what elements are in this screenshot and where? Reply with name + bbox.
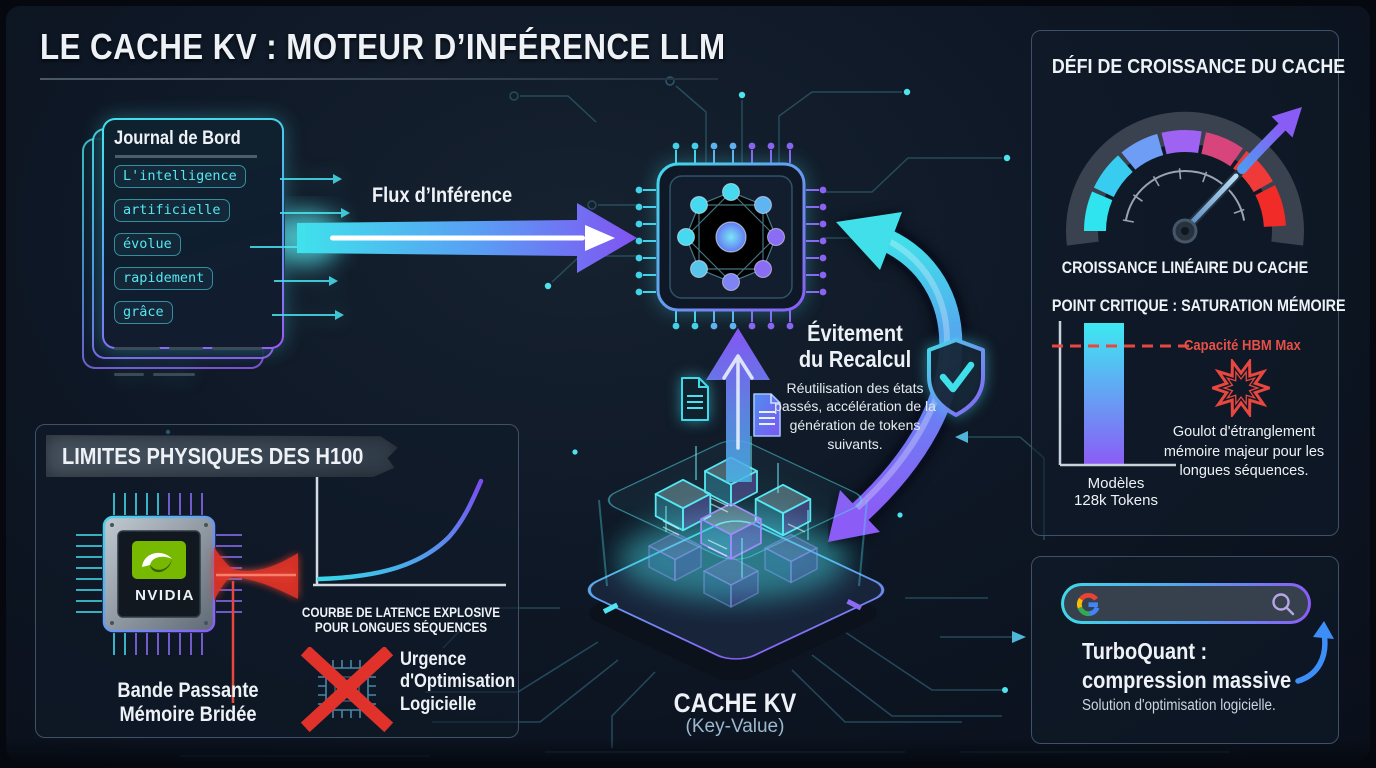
urgency-line1: Urgence [400, 649, 467, 670]
cache-growth-panel: DÉFI DE CROISSANCE DU CACHE [1031, 30, 1346, 536]
memory-bar [1084, 323, 1124, 465]
latency-caption-line2: POUR LONGUES SÉQUENCES [314, 620, 488, 635]
cache-label: CACHE KV [673, 688, 797, 718]
rejected-chip-x-icon [300, 647, 394, 733]
explosion-burst-icon [1212, 359, 1270, 417]
saturation-title: POINT CRITIQUE : SATURATION MÉMOIRE [1051, 297, 1346, 315]
chip-pins [643, 150, 819, 322]
bottom-vignette [6, 740, 1370, 762]
flux-label: Flux d’Inférence [372, 184, 513, 207]
trace-arrow-left-icon [955, 431, 968, 443]
google-search-bar [1061, 583, 1311, 624]
growth-arrow-head [1271, 107, 1302, 138]
token-arrow-icon [272, 309, 344, 320]
token-text: évolue [114, 232, 181, 256]
token-text: artificielle [114, 198, 230, 222]
swoosh-arrow-icon [1295, 621, 1334, 684]
avoidance-heading-line2: du Recalcul [798, 346, 912, 373]
cache-sublabel: (Key-Value) [685, 716, 785, 737]
turboquant-panel: TurboQuant : compression massive Solutio… [1031, 556, 1339, 744]
journal-title: Journal de Bord [114, 128, 241, 149]
bottleneck-text: Goulot d'étranglement mémoire majeur pou… [1163, 424, 1325, 480]
token-text: grâce [114, 300, 173, 324]
shield-check-icon [927, 338, 985, 417]
memory-saturation-bar-chart [1052, 321, 1196, 467]
token-text: rapidement [114, 266, 214, 290]
gauge-caption: CROISSANCE LINÉAIRE DU CACHE [1061, 259, 1309, 277]
bandwidth-caption-line2: Mémoire Bridée [119, 703, 257, 726]
bandwidth-caption-line1: Bande Passante [117, 679, 259, 702]
latency-curve-chart [313, 477, 506, 587]
turboquant-heading-line2: compression massive [1082, 666, 1292, 693]
turboquant-heading-line1: TurboQuant : [1082, 638, 1208, 664]
document-icon [681, 377, 709, 421]
urgency-line3: Logicielle [400, 693, 477, 715]
h100-title-banner [46, 435, 398, 477]
hbm-capacity-label: Capacité HBM Max [1184, 337, 1301, 354]
token-row: évolue [114, 232, 328, 260]
nvidia-brand-label: NVIDIA [135, 587, 195, 604]
glow-dots [165, 88, 1011, 693]
nvidia-gpu-chip-icon [76, 493, 298, 703]
bar-label-line1: Modèles [1087, 475, 1145, 492]
token-arrow-icon [274, 275, 338, 286]
cache-to-chip-arrow-icon [706, 328, 770, 482]
avoidance-heading-line1: Évitement [807, 320, 903, 346]
token-row: L'intelligence [114, 164, 342, 192]
neural-network-chip-icon [656, 162, 806, 312]
token-arrow-icon [280, 173, 342, 184]
token-row: rapidement [114, 266, 338, 294]
h100-title: LIMITES PHYSIQUES DES H100 [62, 443, 364, 469]
bar-label-line2: 128k Tokens [1074, 492, 1158, 509]
h100-limits-panel: LIMITES PHYSIQUES DES H100 [35, 424, 519, 738]
token-text: L'intelligence [114, 164, 246, 188]
latency-caption-line1: COURBE DE LATENCE EXPLOSIVE [301, 605, 501, 620]
turboquant-subtitle: Solution d'optimisation logicielle. [1082, 697, 1276, 714]
journal-card: Journal de Bord L'intelligence artificie… [102, 118, 350, 376]
google-g-icon [1077, 592, 1100, 616]
urgency-line2: d'Optimisation [400, 671, 516, 693]
title-underline [40, 78, 718, 80]
token-row: grâce [114, 300, 344, 328]
journal-title-underline [115, 155, 257, 158]
chip-pin-dots [635, 142, 827, 330]
token-row: artificielle [114, 198, 350, 226]
cache-cubes-icon [598, 436, 868, 614]
trace-arrow-right-icon [1012, 631, 1026, 643]
journal-footer-dashes [114, 340, 272, 384]
document-icon [753, 393, 781, 437]
speedometer-gauge-icon [1066, 107, 1304, 246]
inference-flow-arrow-icon [285, 203, 637, 273]
search-magnifier-icon [1272, 593, 1295, 616]
growth-panel-title: DÉFI DE CROISSANCE DU CACHE [1051, 55, 1346, 78]
avoidance-body: Réutilisation des états passés, accéléra… [774, 379, 936, 452]
page-title: LE CACHE KV : MOTEUR D’INFÉRENCE LLM [40, 26, 726, 67]
